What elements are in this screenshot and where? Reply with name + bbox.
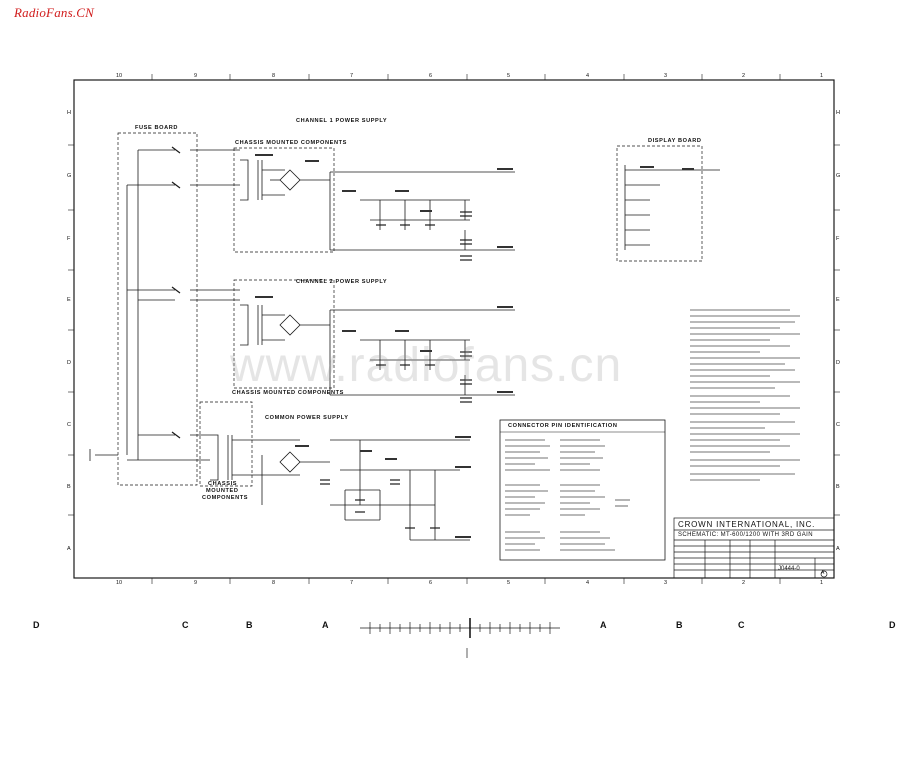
- crop-mark: C: [182, 620, 189, 630]
- channel-1-title: CHANNEL 1 POWER SUPPLY: [296, 118, 388, 124]
- crop-mark: A: [322, 620, 329, 630]
- chassis-low-title-2: MOUNTED: [206, 488, 239, 494]
- chassis-mid-box: [233, 279, 335, 389]
- crop-mark: D: [889, 620, 896, 630]
- connector-title: CONNECTOR PIN IDENTIFICATION: [508, 423, 618, 429]
- crop-mark: C: [738, 620, 745, 630]
- grid-ticks: [68, 74, 840, 584]
- grid-col-bottom: 6: [429, 580, 433, 586]
- title-block: [673, 517, 835, 579]
- notes-block: [690, 309, 800, 481]
- grid-col-bottom: 9: [194, 580, 198, 586]
- grid-col-top: 10: [116, 73, 123, 79]
- grid-col-bottom: 5: [507, 580, 511, 586]
- grid-row-right: G: [836, 173, 841, 179]
- fuse-board-title: FUSE BOARD: [135, 125, 178, 131]
- grid-row-left: D: [67, 360, 71, 366]
- display-board-box: [616, 145, 703, 262]
- fuse-board-box: [117, 132, 198, 486]
- grid-col-top: 5: [507, 73, 511, 79]
- crop-mark: B: [676, 620, 683, 630]
- connector-box: [499, 419, 666, 561]
- chassis-top-title: CHASSIS MOUNTED COMPONENTS: [235, 140, 347, 146]
- grid-row-right: E: [836, 297, 840, 303]
- grid-col-top: 2: [742, 73, 746, 79]
- chassis-top-box: [233, 147, 335, 253]
- chassis-low-title-3: COMPONENTS: [202, 495, 249, 501]
- grid-col-top: 6: [429, 73, 433, 79]
- drawing-number: J0444-0: [778, 566, 800, 572]
- grid-col-bottom: 10: [116, 580, 123, 586]
- grid-row-right: D: [836, 360, 840, 366]
- grid-row-left: H: [67, 110, 71, 116]
- watermark-site: RadioFans.CN: [14, 5, 95, 20]
- grid-row-left: A: [67, 546, 71, 552]
- part-labels: [255, 154, 694, 538]
- common-supply-title: COMMON POWER SUPPLY: [265, 415, 349, 421]
- crop-mark: D: [33, 620, 40, 630]
- grid-col-bottom: 8: [272, 580, 276, 586]
- schematic-title: SCHEMATIC: MT-600/1200 WITH 3RD GAIN: [678, 532, 813, 538]
- chassis-mid-title: CHASSIS MOUNTED COMPONENTS: [232, 390, 344, 396]
- display-board-title: DISPLAY BOARD: [648, 138, 702, 144]
- grid-row-right: C: [836, 422, 840, 428]
- grid-row-left: E: [67, 297, 71, 303]
- grid-col-top: 1: [820, 73, 824, 79]
- grid-col-bottom: 4: [586, 580, 590, 586]
- chassis-low-box: [199, 401, 253, 487]
- chassis-low-title-1: CHASSIS: [208, 481, 238, 487]
- grid-col-bottom: 3: [664, 580, 668, 586]
- grid-col-bottom: 2: [742, 580, 746, 586]
- grid-row-right: H: [836, 110, 840, 116]
- watermark-center: www.radiofans.cn: [230, 339, 623, 392]
- grid-col-bottom: 7: [350, 580, 354, 586]
- grid-row-left: B: [67, 484, 71, 490]
- main-wiring: [89, 149, 720, 541]
- grid-col-top: 4: [586, 73, 590, 79]
- grid-row-left: G: [67, 173, 72, 179]
- grid-row-left: F: [67, 236, 71, 242]
- grid-row-right: B: [836, 484, 840, 490]
- grid-row-right: A: [836, 546, 840, 552]
- company-name: CROWN INTERNATIONAL, INC.: [678, 520, 816, 529]
- crop-mark: B: [246, 620, 253, 630]
- crop-mark: A: [600, 620, 607, 630]
- revision: A: [821, 570, 825, 576]
- grid-col-top: 7: [350, 73, 354, 79]
- component-symbols: [171, 146, 472, 529]
- grid-row-left: C: [67, 422, 71, 428]
- grid-col-bottom: 1: [820, 580, 824, 586]
- bottom-ruler: [360, 618, 560, 658]
- connector-listing: [505, 439, 630, 551]
- grid-col-top: 3: [664, 73, 668, 79]
- grid-col-top: 8: [272, 73, 276, 79]
- grid-col-top: 9: [194, 73, 198, 79]
- grid-row-right: F: [836, 236, 840, 242]
- channel-2-title: CHANNEL 2 POWER SUPPLY: [296, 279, 388, 285]
